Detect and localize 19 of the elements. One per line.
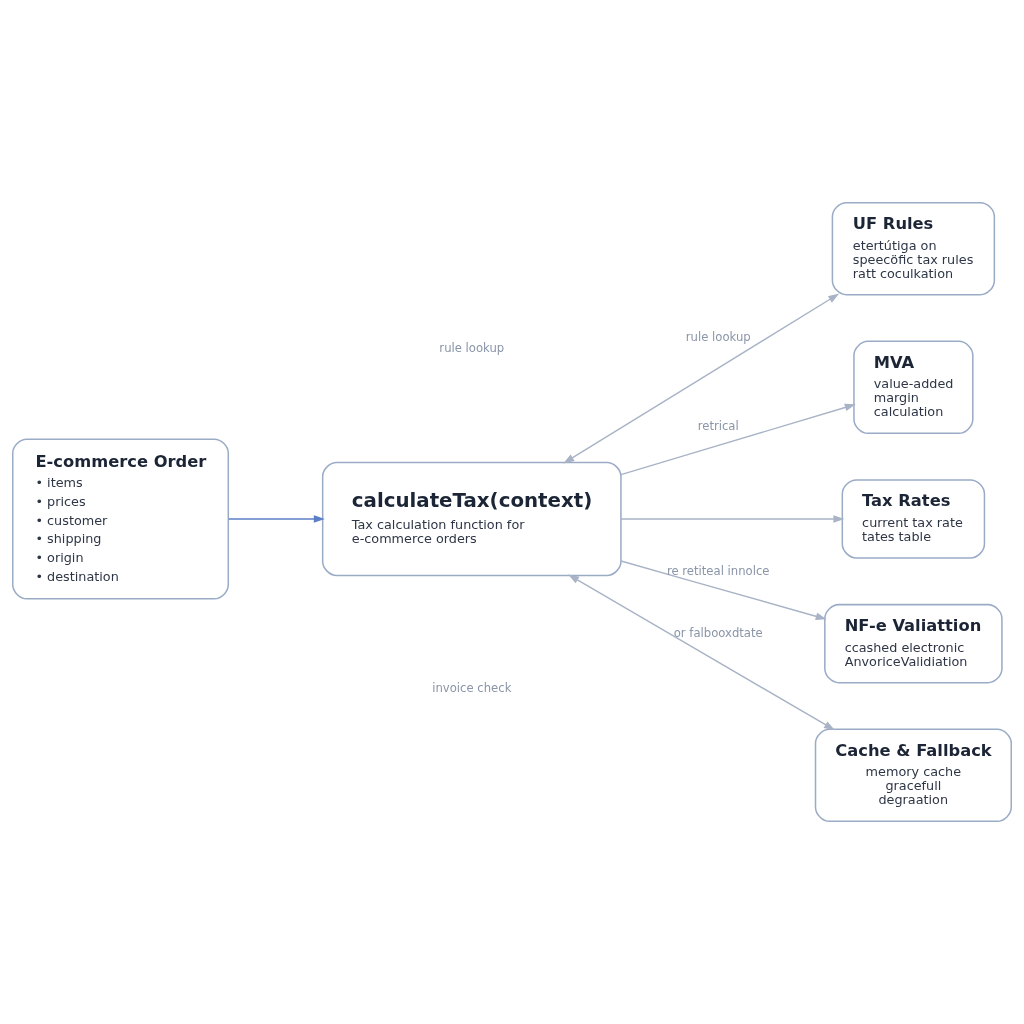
arrow — [620, 403, 856, 476]
arrow — [620, 560, 827, 621]
node-box: E-commerce Order • items • prices • customer • shipping • origin • destination — [12, 438, 230, 600]
edge-label: or falbooxdtate — [673, 625, 763, 640]
arrow — [620, 515, 845, 523]
node-box: UF Rules etertútiga on speecöfic tax rules ratt coculkation — [831, 201, 996, 296]
node-box: MVA value-added margin calculation — [853, 340, 974, 435]
arrow — [228, 515, 325, 523]
edge-label: rule lookup — [685, 329, 751, 344]
node-box: NF-e Valiattion ccashed electronic AnvoriceValidiation — [824, 603, 1003, 684]
label: rule lookup — [439, 340, 505, 355]
node-box: calculateTax(context) Tax calculation function for e-commerce orders — [321, 461, 622, 577]
arrow — [568, 574, 835, 731]
arrow — [563, 293, 840, 464]
node-box: Tax Rates current tax rate tates table — [841, 479, 986, 559]
label: invoice check — [432, 681, 512, 696]
node-box: Cache & Fallback memory cache gracefull degraation — [814, 728, 1012, 823]
edge-label: retrical — [697, 419, 739, 434]
edge-label: re retiteal innolce — [666, 563, 770, 578]
